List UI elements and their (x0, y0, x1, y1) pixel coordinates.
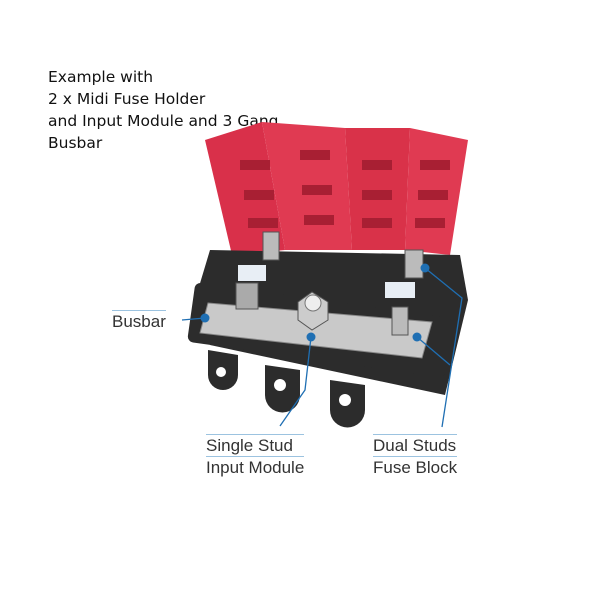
caption-line: and Input Module and 3 Gang (48, 112, 279, 130)
caption-line: Busbar (48, 134, 103, 152)
product-caption: Example with 2 x Midi Fuse Holder and In… (48, 66, 279, 154)
input-module-label-line: Input Module (206, 456, 305, 477)
red-covers (205, 122, 468, 255)
fuse-block-label-line: Dual Studs (373, 434, 458, 455)
input-module-label-line: Single Stud (206, 434, 305, 456)
busbar-plate (199, 302, 433, 359)
busbar-label: Busbar (112, 310, 166, 331)
leader-dots (200, 263, 430, 342)
fuse-block-label-line: Fuse Block (373, 456, 458, 477)
studs (235, 231, 424, 336)
fuse-block-callout: Dual Studs Fuse Block (373, 434, 458, 478)
caption-line: 2 x Midi Fuse Holder (48, 90, 206, 108)
busbar-callout: Busbar (112, 310, 166, 332)
caption-line: Example with (48, 68, 154, 86)
input-module-callout: Single Stud Input Module (206, 434, 305, 478)
